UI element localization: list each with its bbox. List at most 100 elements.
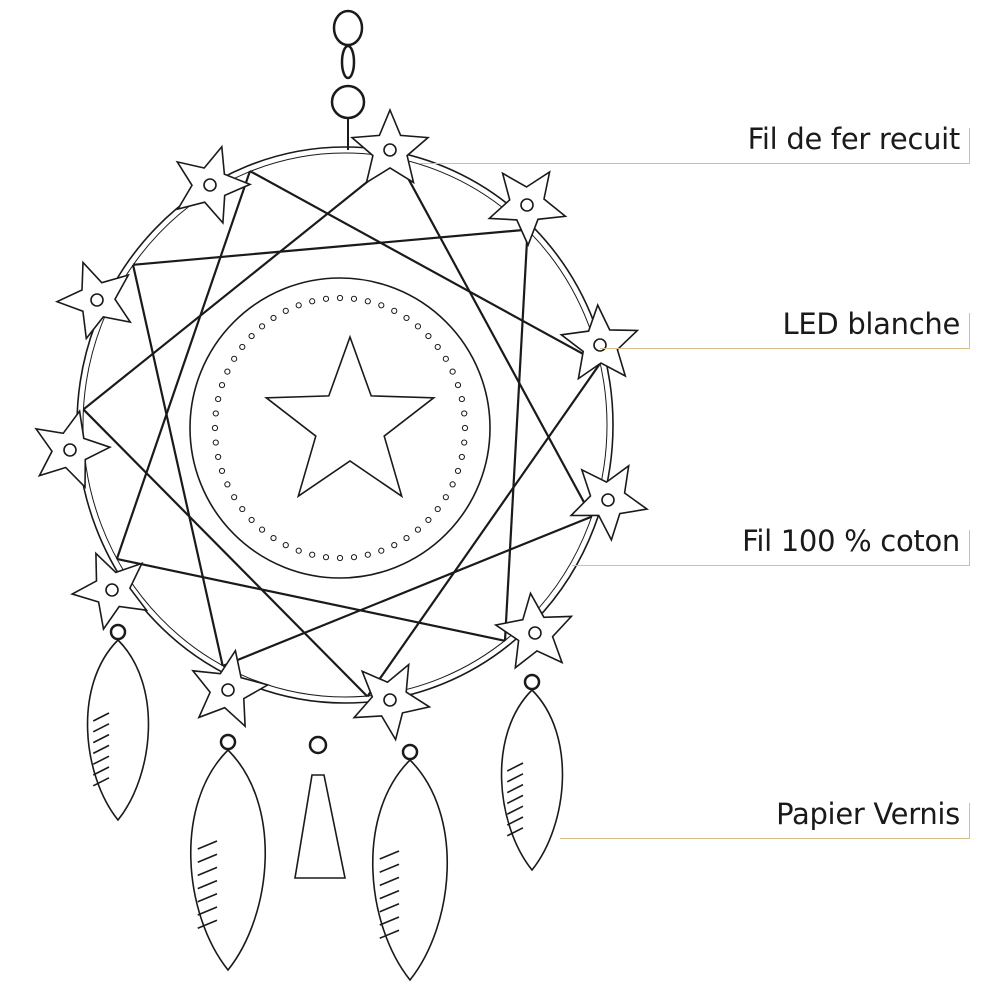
leader-tick-wire bbox=[969, 128, 970, 164]
star-hole bbox=[221, 683, 235, 697]
led-dot bbox=[258, 323, 266, 330]
led-dot bbox=[309, 298, 316, 305]
cotton-thread bbox=[82, 408, 369, 698]
star-hole bbox=[63, 443, 77, 457]
feather-ring bbox=[109, 623, 127, 641]
led-dot bbox=[336, 294, 344, 302]
chain-link bbox=[332, 9, 364, 47]
label-paper: Papier Vernis bbox=[776, 797, 960, 831]
cotton-thread bbox=[366, 362, 602, 698]
star-hole bbox=[601, 493, 615, 507]
cotton-thread bbox=[503, 229, 529, 641]
cotton-thread bbox=[116, 557, 506, 642]
leader-line-wire bbox=[420, 163, 970, 164]
label-wire: Fil de fer recuit bbox=[747, 122, 961, 156]
led-dot bbox=[350, 295, 358, 302]
led-dot bbox=[391, 307, 398, 314]
tassel bbox=[294, 774, 346, 879]
led-dot bbox=[434, 343, 441, 351]
star-hole bbox=[105, 583, 119, 597]
led-dot bbox=[239, 505, 246, 513]
led-dot bbox=[215, 395, 222, 403]
cotton-wrap bbox=[82, 152, 608, 698]
led-dot bbox=[211, 424, 219, 432]
paper-feather bbox=[371, 758, 449, 982]
led-dot bbox=[322, 295, 330, 302]
led-dot bbox=[364, 551, 371, 558]
led-dot bbox=[212, 410, 219, 417]
cotton-thread bbox=[115, 170, 252, 560]
led-dot bbox=[309, 551, 316, 558]
star-hole bbox=[528, 626, 542, 640]
cotton-thread bbox=[396, 157, 593, 518]
star-cutout bbox=[264, 334, 436, 499]
cotton-thread bbox=[222, 515, 593, 667]
led-dot bbox=[449, 481, 456, 488]
led-dot bbox=[282, 542, 289, 549]
leader-line-led bbox=[600, 348, 970, 349]
led-dot bbox=[442, 355, 449, 362]
star-hole bbox=[90, 293, 104, 307]
led-dot bbox=[442, 494, 449, 501]
hoop-star bbox=[559, 303, 640, 381]
led-dot bbox=[378, 547, 385, 554]
leader-tick-paper bbox=[969, 803, 970, 839]
hoop-star bbox=[54, 260, 133, 341]
star-hole bbox=[203, 178, 217, 192]
led-dot bbox=[248, 516, 255, 524]
led-dot bbox=[295, 547, 302, 554]
hoop-star bbox=[191, 648, 270, 729]
hoop-star bbox=[487, 170, 568, 248]
led-dot bbox=[454, 467, 462, 475]
label-led: LED blanche bbox=[782, 307, 960, 341]
leader-line-paper bbox=[560, 838, 970, 839]
led-dot bbox=[248, 332, 255, 340]
led-dot bbox=[231, 494, 238, 501]
leader-line-cotton bbox=[572, 565, 970, 566]
led-dot bbox=[458, 395, 465, 403]
led-dot bbox=[295, 302, 302, 309]
leader-tick-cotton bbox=[969, 530, 970, 566]
star-hole bbox=[383, 693, 397, 707]
cotton-thread bbox=[249, 170, 601, 365]
led-dot bbox=[218, 381, 226, 389]
led-dot bbox=[391, 542, 398, 549]
star-hole bbox=[383, 143, 397, 157]
cotton-thread bbox=[132, 228, 528, 266]
led-dot bbox=[403, 314, 410, 322]
star-hole bbox=[593, 338, 607, 352]
feather-ring bbox=[401, 743, 419, 761]
led-dot bbox=[231, 355, 238, 362]
chain-link bbox=[330, 84, 366, 120]
led-dot bbox=[458, 453, 465, 461]
led-dot bbox=[425, 516, 432, 524]
tassel-ring bbox=[308, 735, 328, 755]
led-dot bbox=[414, 323, 422, 330]
led-dot bbox=[224, 368, 231, 375]
led-dot bbox=[461, 424, 469, 432]
cotton-thread bbox=[131, 264, 224, 667]
hoop-star bbox=[569, 464, 650, 542]
led-dot bbox=[350, 554, 358, 561]
cotton-thread bbox=[82, 157, 398, 411]
feather-ring bbox=[219, 733, 237, 751]
star-hole bbox=[520, 198, 534, 212]
hoop-star bbox=[350, 107, 430, 185]
hoop-star bbox=[175, 144, 253, 225]
label-cotton: Fil 100 % coton bbox=[742, 524, 960, 558]
hoop-star bbox=[352, 662, 432, 742]
paper-feather bbox=[500, 688, 564, 872]
hoop-star bbox=[493, 591, 574, 670]
led-dot bbox=[378, 302, 385, 309]
led-dot bbox=[218, 467, 226, 475]
led-dot bbox=[449, 368, 456, 375]
led-dot bbox=[215, 453, 222, 461]
feather-ring bbox=[523, 673, 541, 691]
led-dot bbox=[282, 307, 289, 314]
hoop-star bbox=[70, 551, 149, 632]
led-dot bbox=[425, 332, 432, 340]
led-dot bbox=[461, 410, 468, 417]
chain-link bbox=[340, 44, 356, 80]
led-dot bbox=[461, 439, 468, 446]
